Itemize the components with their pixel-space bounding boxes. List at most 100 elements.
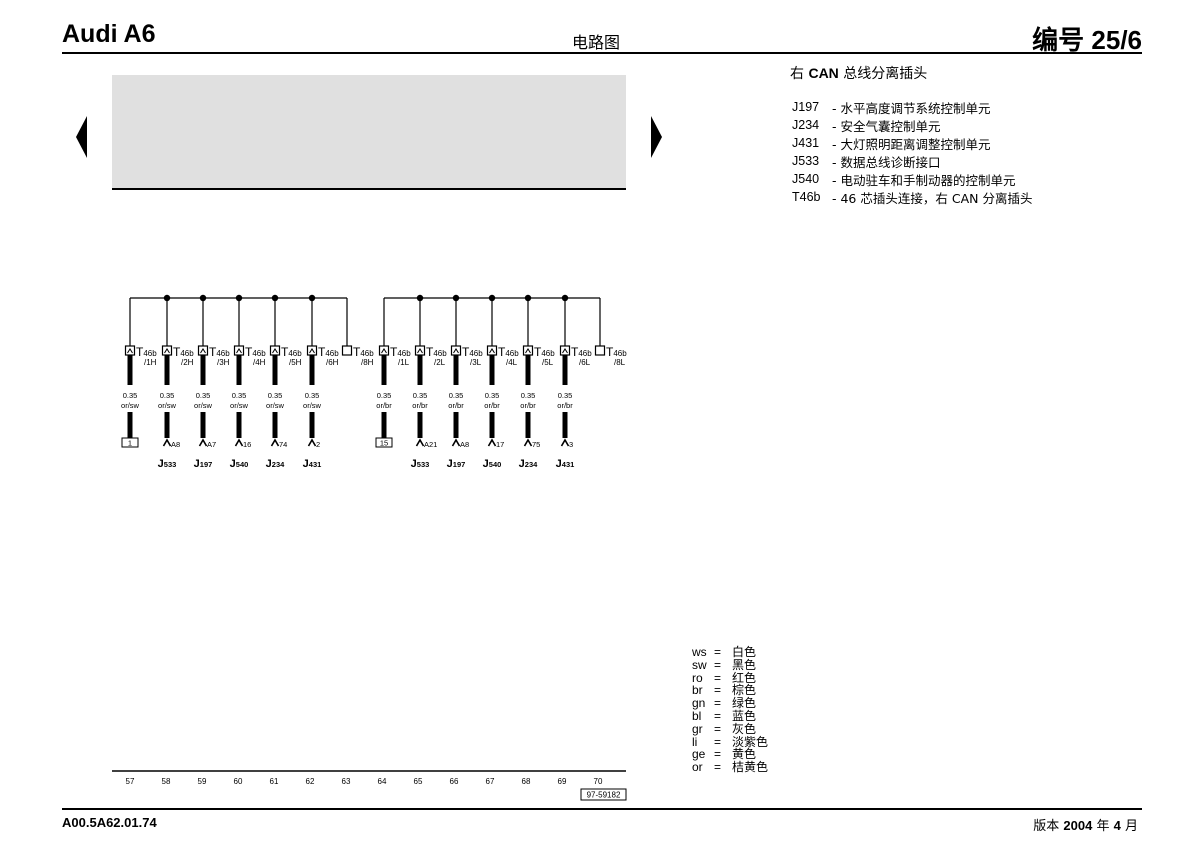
connector-letter: T (534, 345, 542, 359)
connector-pin-symbol (559, 345, 571, 356)
color-name: 蓝色 (732, 708, 757, 723)
equals-sign: = (714, 721, 722, 736)
connector-label: T46b (281, 345, 302, 359)
pin-arrow-icon (234, 438, 244, 447)
component-number: 431 (309, 460, 322, 469)
color-name: 绿色 (732, 696, 757, 711)
color-key-row: ge=黄色 (692, 748, 768, 761)
component-description: - 水平高度调节系统控制单元 (832, 100, 991, 116)
wire-color: or/sw (303, 401, 322, 410)
scale-number: 61 (270, 777, 279, 786)
connector-label: T46b (534, 345, 555, 359)
connector-suffix: 46b (397, 349, 411, 358)
component-description: - 大灯照明距离调整控制单元 (832, 136, 991, 152)
connector-label: T46b (462, 345, 483, 359)
connector-label: T46b (498, 345, 519, 359)
pin-number: /2L (434, 358, 446, 367)
scale-number: 60 (234, 777, 243, 786)
component-number: 431 (562, 460, 575, 469)
color-code: br (692, 683, 703, 698)
connector-letter: T (498, 345, 506, 359)
legend-row: J431- 大灯照明距离调整控制单元 (792, 134, 1032, 152)
connector-letter: T (353, 345, 361, 359)
connector-letter: T (136, 345, 144, 359)
pin-arrow-icon (162, 438, 172, 447)
wire-size: 0.35 (196, 391, 211, 400)
connector-pin-symbol (594, 345, 606, 356)
wire-size: 0.35 (160, 391, 175, 400)
equals-sign: = (714, 696, 722, 711)
terminal-box (121, 437, 139, 448)
wire-size: 0.35 (268, 391, 283, 400)
color-code: or (692, 760, 703, 775)
color-key-row: br=棕色 (692, 684, 768, 697)
wire-color: or/sw (266, 401, 285, 410)
connector-letter: T (606, 345, 614, 359)
legend-row: J234- 安全气囊控制单元 (792, 116, 1032, 134)
wire-size: 0.35 (123, 391, 138, 400)
connector-suffix: 46b (288, 349, 302, 358)
version-year: 2004 (1063, 818, 1093, 833)
scale-number: 65 (414, 777, 423, 786)
scale-number: 63 (342, 777, 351, 786)
component-letter: J (158, 458, 164, 470)
color-key-row: or=桔黄色 (692, 761, 768, 774)
legend-row: J540- 电动驻车和手制动器的控制单元 (792, 170, 1032, 188)
document-code: A00.5A62.01.74 (62, 815, 157, 830)
scale-number: 58 (162, 777, 171, 786)
pin-number: /4L (506, 358, 518, 367)
legend-title-prefix: 右 (790, 66, 804, 82)
terminal-number: A21 (424, 440, 437, 449)
connector-pin-symbol (269, 345, 281, 356)
color-code: gr (692, 721, 703, 736)
color-name: 桔黄色 (732, 760, 769, 775)
component-code: J533 (792, 154, 820, 168)
color-key-row: gr = 灰色 (692, 721, 768, 736)
connector-pin-symbol (522, 345, 534, 356)
pin-arrow-icon (198, 438, 208, 447)
footer-rule (62, 808, 1142, 810)
color-code: ws (692, 645, 707, 659)
component-label: J431 (303, 458, 322, 470)
component-number: 197 (453, 460, 466, 469)
connector-suffix: 46b (541, 349, 555, 358)
legend-title-bus: CAN (808, 65, 839, 81)
wire-color: or/br (520, 401, 536, 410)
drawing-ref: 97-59182 (587, 791, 621, 800)
connector-label: T46b (245, 345, 266, 359)
component-letter: J (194, 458, 200, 470)
connector-suffix: 46b (143, 349, 157, 358)
component-letter: J (411, 458, 417, 470)
pin-contact-icon (453, 348, 459, 354)
junction-dot (452, 294, 460, 302)
wire-color: or/br (376, 401, 392, 410)
legend-row: J533- 数据总线诊断接口 (792, 152, 1032, 170)
scale-number: 62 (306, 777, 315, 786)
component-code: J540 (792, 172, 820, 186)
connector-pin-symbol (378, 345, 390, 356)
component-code: T46b (792, 190, 821, 204)
component-letter: J (303, 458, 309, 470)
wire-color: or/sw (158, 401, 177, 410)
connector-pin-symbol (486, 345, 498, 356)
header-rule (62, 52, 1142, 54)
connector-label: T46b (426, 345, 447, 359)
component-letter: J (483, 458, 489, 470)
pin-number: /1L (398, 358, 410, 367)
connector-suffix: 46b (505, 349, 519, 358)
connector-pin-symbol (124, 345, 136, 356)
color-name: 灰色 (732, 721, 757, 736)
legend-title: 右 CAN 总线分离插头 (790, 63, 927, 83)
previous-page-arrow-icon[interactable] (76, 116, 87, 158)
component-code: J197 (792, 100, 820, 114)
color-key-row: bl=蓝色 (692, 710, 768, 723)
version-date: 版本 2004 年 4 月 (1033, 815, 1138, 834)
pin-contact-icon (525, 348, 531, 354)
wire-size: 0.35 (521, 391, 536, 400)
connector-letter: T (571, 345, 579, 359)
next-page-arrow-icon[interactable] (651, 116, 662, 158)
pin-arrow-icon (415, 438, 425, 447)
equals-sign: = (714, 683, 722, 698)
connector-letter: T (426, 345, 434, 359)
legend-row: J197 - 水平高度调节系统控制单元 (792, 98, 1032, 116)
